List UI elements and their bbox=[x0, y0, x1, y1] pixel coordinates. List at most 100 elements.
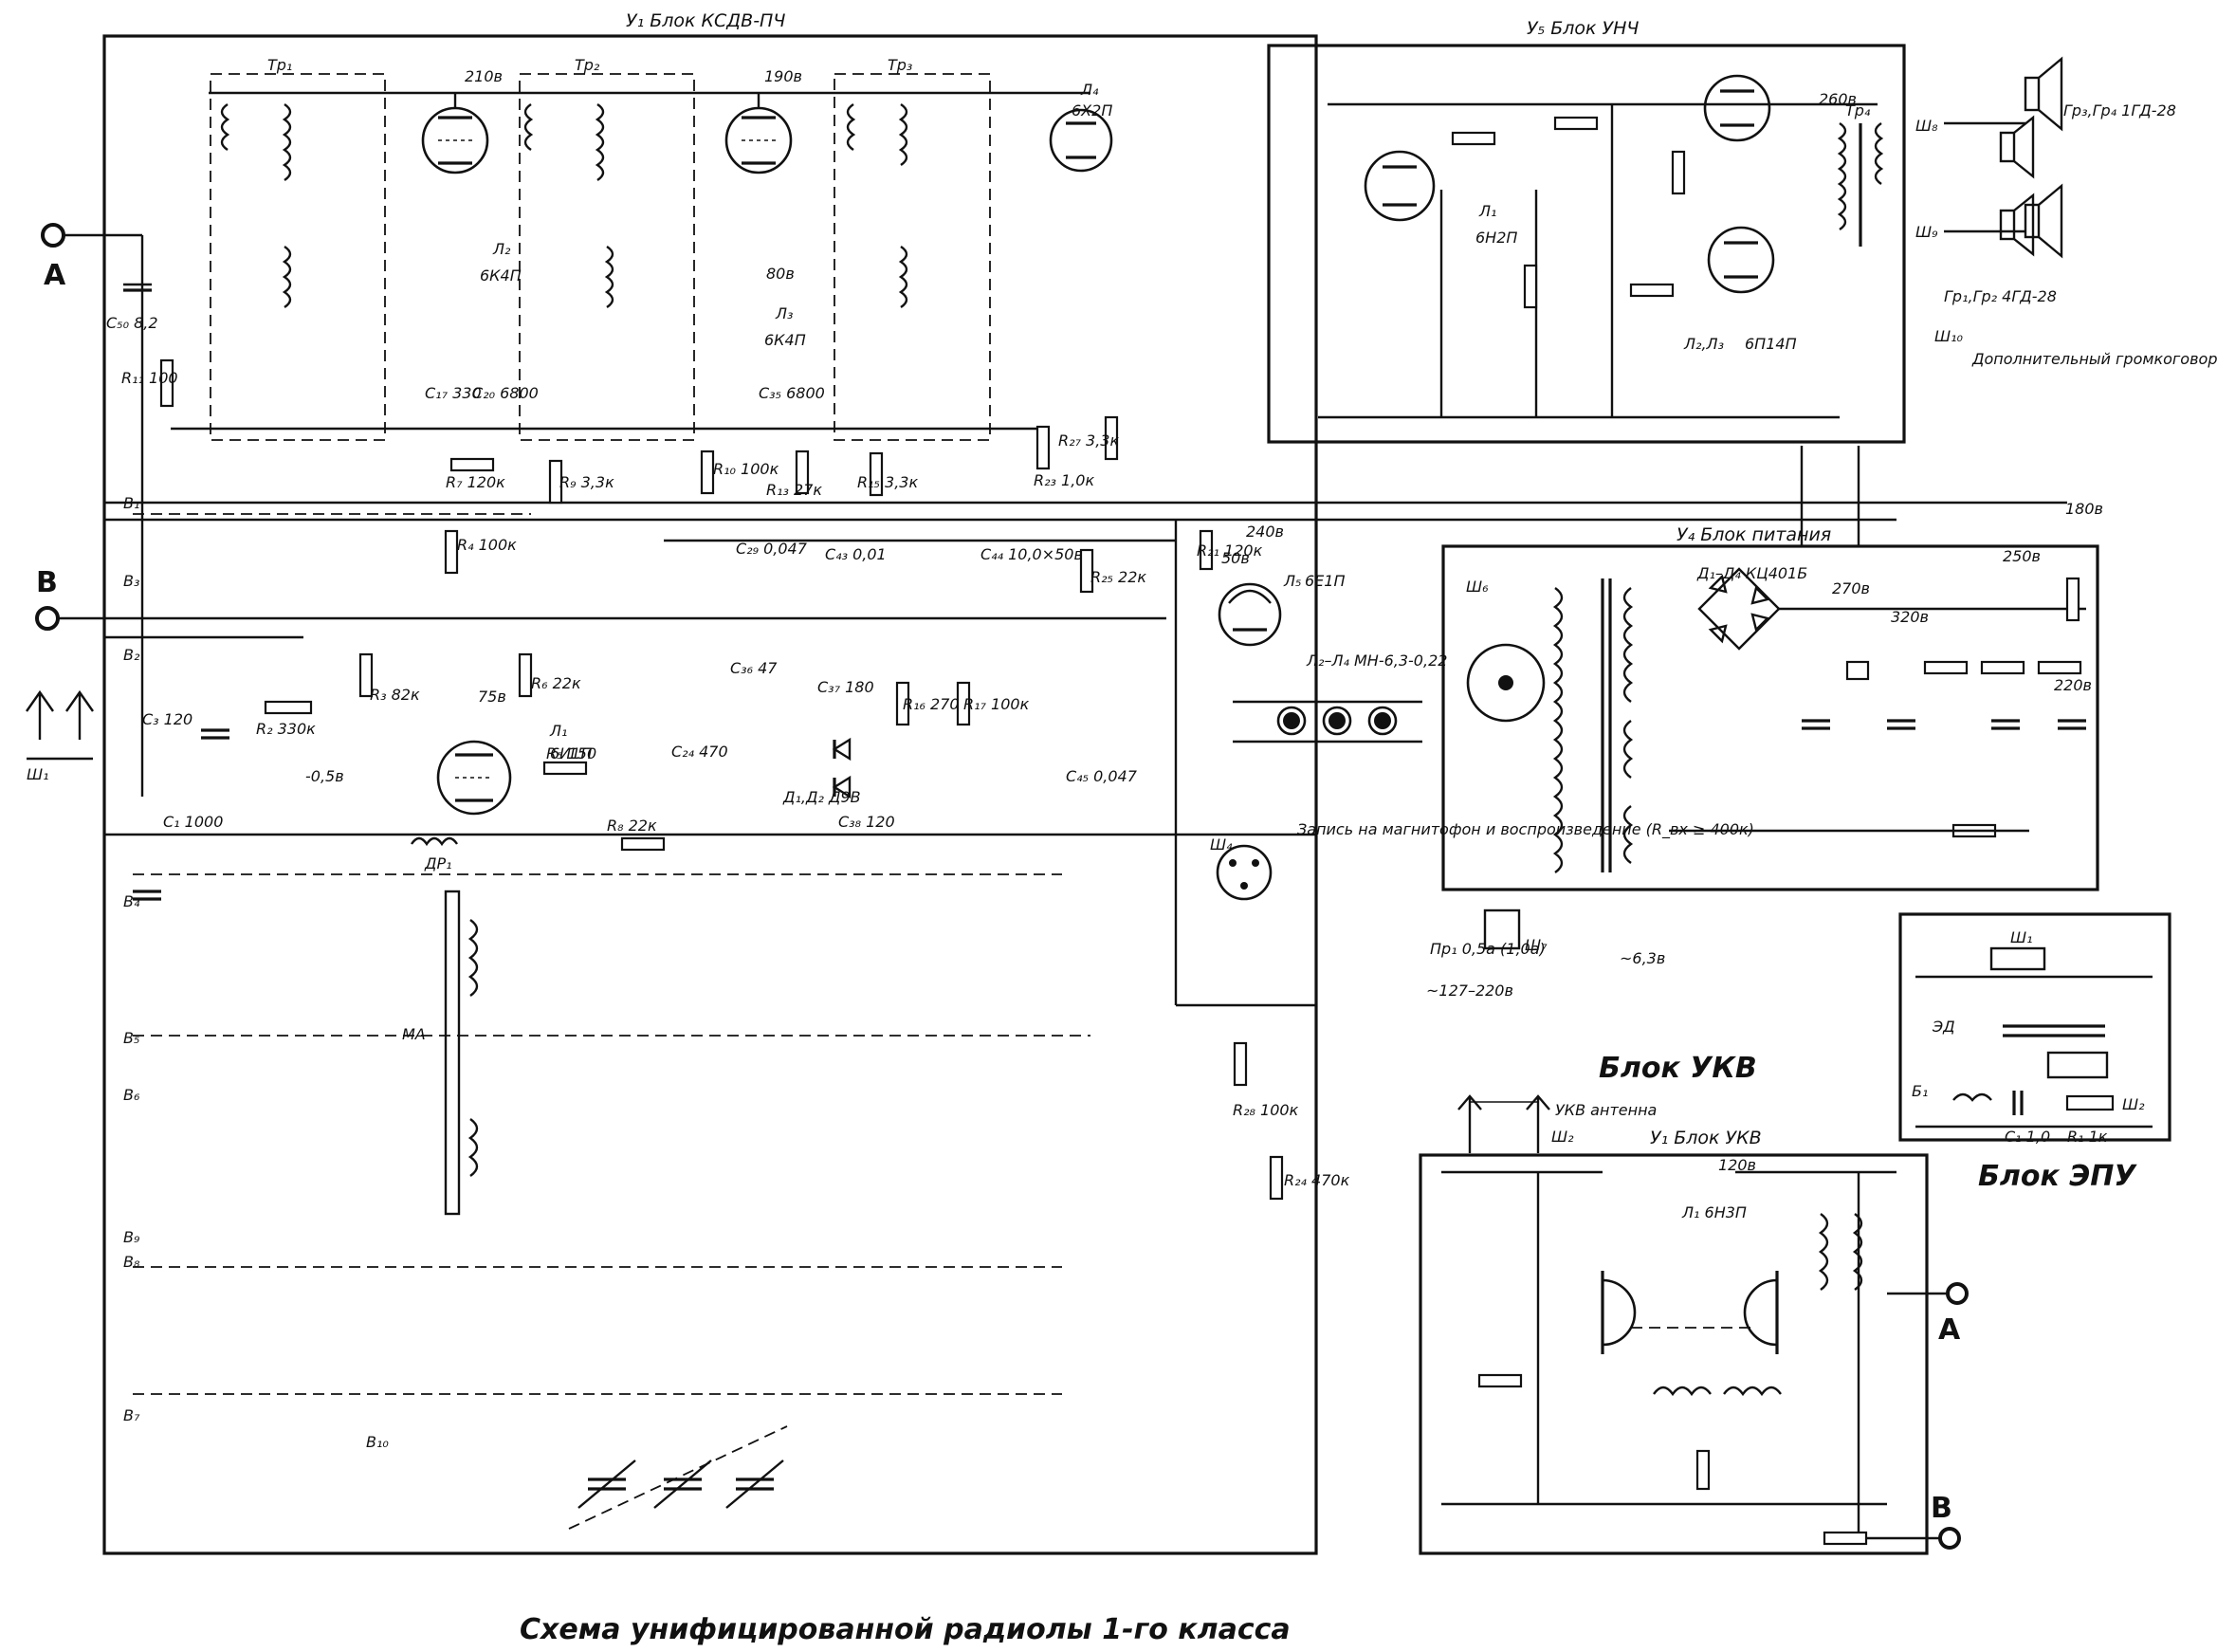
speakers-group: Гр₃,Гр₄ 1ГД-28 Гр₁,Гр₂ 4ГД-28 Дополнител… bbox=[1915, 56, 2217, 368]
svg-text:В₄: В₄ bbox=[123, 892, 140, 910]
dial-lamps: Л₂–Л₄ МН-6,3-0,22 bbox=[1233, 652, 1447, 743]
svg-text:-0,5в: -0,5в bbox=[305, 767, 344, 785]
svg-text:120в: 120в bbox=[1718, 1156, 1756, 1174]
svg-text:180в: 180в bbox=[2065, 500, 2103, 518]
svg-text:320в: 320в bbox=[1891, 608, 1929, 626]
unch-tube-l2-output bbox=[1703, 74, 1771, 142]
schematic-caption: Схема унифицированной радиолы 1-го класс… bbox=[520, 1613, 1291, 1646]
svg-text:Л₅: Л₅ bbox=[1283, 572, 1301, 590]
svg-text:Ш₂: Ш₂ bbox=[2122, 1095, 2145, 1113]
ukv-block-title: У₁ Блок УКВ bbox=[1650, 1128, 1762, 1148]
svg-text:В₈: В₈ bbox=[123, 1253, 140, 1271]
svg-text:R₂₃ 1,0к: R₂₃ 1,0к bbox=[1034, 471, 1094, 489]
unch-tube-l3-output: Л₂,Л₃ 6П14П bbox=[1683, 226, 1797, 353]
unch-block-title: У₅ Блок УНЧ bbox=[1527, 18, 1639, 39]
svg-text:С₃₈ 120: С₃₈ 120 bbox=[838, 813, 895, 831]
svg-text:С₃₇ 180: С₃₇ 180 bbox=[817, 678, 874, 696]
svg-text:В₁: В₁ bbox=[123, 494, 139, 512]
svg-text:B: B bbox=[36, 566, 58, 599]
svg-text:R₇ 120к: R₇ 120к bbox=[446, 473, 505, 491]
svg-text:Ш₁₀: Ш₁₀ bbox=[1934, 327, 1964, 345]
svg-text:R₂₁ 120к: R₂₁ 120к bbox=[1197, 541, 1263, 560]
bridge-rectifier: Д₁–Д₄ КЦ401Б bbox=[1696, 564, 1807, 651]
svg-text:С₄₄ 10,0×50в: С₄₄ 10,0×50в bbox=[980, 545, 1083, 563]
svg-text:210в: 210в bbox=[465, 67, 503, 85]
tuning-capacitors bbox=[568, 1425, 788, 1530]
svg-text:Л₂,Л₃: Л₂,Л₃ bbox=[1683, 335, 1724, 353]
output-transformer-tr4: Тр₄ bbox=[1837, 101, 1884, 247]
antenna-socket-sh1: Ш₁ bbox=[26, 689, 94, 783]
svg-text:R₁₆ 270к: R₁₆ 270к bbox=[903, 695, 969, 713]
svg-text:6И1П: 6И1П bbox=[550, 744, 592, 762]
svg-text:R₄ 100к: R₄ 100к bbox=[457, 536, 517, 554]
svg-text:240в: 240в bbox=[1246, 523, 1284, 541]
epu-contents: Ш₁ ЭД С₁ 1,0 R₁ 1к Ш₂ Б₁ bbox=[1912, 928, 2153, 1146]
svg-text:С₂₉ 0,047: С₂₉ 0,047 bbox=[736, 540, 808, 558]
svg-text:R₂₈ 100к: R₂₈ 100к bbox=[1233, 1101, 1299, 1119]
svg-text:В₉: В₉ bbox=[123, 1228, 140, 1246]
svg-text:R₁₃ 27к: R₁₃ 27к bbox=[766, 481, 822, 499]
tube-l3-6k4p: Л₃ 6К4П bbox=[724, 93, 806, 349]
svg-text:Пр₁ 0,5а (1,0а): Пр₁ 0,5а (1,0а) bbox=[1430, 940, 1546, 958]
svg-text:В₃: В₃ bbox=[123, 572, 139, 590]
svg-text:В₅: В₅ bbox=[123, 1029, 139, 1047]
svg-text:~127–220в: ~127–220в bbox=[1426, 982, 1513, 1000]
terminal-a-left: A bbox=[41, 223, 142, 292]
svg-text:С₁₇ 330: С₁₇ 330 bbox=[425, 384, 482, 402]
svg-text:С₂₄ 470: С₂₄ 470 bbox=[671, 743, 728, 761]
tr2-label: Тр₂ bbox=[575, 56, 600, 74]
svg-text:A: A bbox=[44, 259, 66, 292]
svg-text:R₅ 150: R₅ 150 bbox=[546, 744, 596, 762]
tube-l5-6e1p: Л₅ 6Е1П bbox=[1218, 572, 1346, 647]
svg-text:80в: 80в bbox=[766, 265, 795, 283]
bus-wires bbox=[104, 91, 2067, 1553]
epu-block-heading: Блок ЭПУ bbox=[1978, 1160, 2137, 1193]
svg-text:R₃ 82к: R₃ 82к bbox=[370, 686, 420, 704]
svg-text:Ш₇: Ш₇ bbox=[1525, 936, 1548, 954]
svg-text:Ш₆: Ш₆ bbox=[1466, 578, 1489, 596]
svg-text:R₂ 330к: R₂ 330к bbox=[256, 720, 316, 738]
svg-text:Ш₈: Ш₈ bbox=[1915, 117, 1938, 135]
svg-text:R₁₇ 100к: R₁₇ 100к bbox=[963, 695, 1030, 713]
svg-text:Гр₃,Гр₄ 1ГД-28: Гр₃,Гр₄ 1ГД-28 bbox=[2063, 101, 2176, 119]
svg-text:R₈ 22к: R₈ 22к bbox=[607, 817, 657, 835]
svg-text:Б₁: Б₁ bbox=[1912, 1082, 1928, 1100]
svg-text:В₆: В₆ bbox=[123, 1086, 140, 1104]
svg-text:В₂: В₂ bbox=[123, 646, 140, 664]
svg-text:R₆ 22к: R₆ 22к bbox=[531, 674, 581, 692]
svg-text:250в: 250в bbox=[2003, 547, 2041, 565]
voltage-labels: 210в 190в 240в 260в 180в 270в 320в 250в … bbox=[305, 67, 2103, 1174]
ksdv-block-border bbox=[102, 34, 1318, 1555]
svg-text:~6,3в: ~6,3в bbox=[1620, 949, 1665, 967]
svg-text:С₄₅ 0,047: С₄₅ 0,047 bbox=[1066, 767, 1138, 785]
choke-dr1: ДР₁ bbox=[411, 836, 458, 872]
ksdv-block-title: У₁ Блок КСДВ-ПЧ bbox=[626, 10, 785, 31]
tube-l1-6i1p: Л₁ 6И1П bbox=[436, 722, 592, 816]
if-coils bbox=[220, 103, 908, 308]
svg-text:R₁ 1к: R₁ 1к bbox=[2067, 1128, 2108, 1146]
svg-text:Л₄: Л₄ bbox=[1080, 81, 1099, 99]
svg-text:6Е1П: 6Е1П bbox=[1305, 572, 1346, 590]
svg-text:Ш₉: Ш₉ bbox=[1915, 223, 1938, 241]
svg-text:6Х2П: 6Х2П bbox=[1072, 101, 1112, 119]
svg-text:R₁₅ 3,3к: R₁₅ 3,3к bbox=[857, 473, 918, 491]
svg-text:260в: 260в bbox=[1819, 90, 1857, 108]
svg-text:6К4П: 6К4П bbox=[480, 266, 522, 285]
ukv-tube-l1-6n3p: Л₁ 6Н3П bbox=[1601, 1203, 1779, 1354]
svg-text:Ш₂: Ш₂ bbox=[1551, 1128, 1574, 1146]
svg-text:Л₂–Л₄ МН-6,3-0,22: Л₂–Л₄ МН-6,3-0,22 bbox=[1306, 652, 1447, 670]
svg-text:С₃₆ 47: С₃₆ 47 bbox=[730, 659, 778, 677]
tube-l4-6x2p: Л₄ 6Х2П bbox=[1049, 81, 1112, 173]
unch-tube-l1-6n2p: Л₁ 6Н2П bbox=[1364, 150, 1517, 247]
svg-text:Д₁,Д₂ Д9В: Д₁,Д₂ Д9В bbox=[782, 788, 861, 806]
transformer-tr1-can bbox=[210, 73, 386, 441]
svg-text:С₃₅ 6800: С₃₅ 6800 bbox=[759, 384, 825, 402]
terminal-a-ukv: A bbox=[1887, 1282, 1969, 1347]
ukv-antenna-input: УКВ антенна Ш₂ bbox=[1457, 1094, 1657, 1153]
power-filter bbox=[1669, 577, 2086, 838]
svg-text:Л₃: Л₃ bbox=[775, 304, 793, 322]
ukv-wiring bbox=[1441, 1170, 1896, 1546]
svg-text:Ш₁: Ш₁ bbox=[27, 765, 49, 783]
svg-text:Л₁ 6Н3П: Л₁ 6Н3П bbox=[1681, 1203, 1747, 1221]
